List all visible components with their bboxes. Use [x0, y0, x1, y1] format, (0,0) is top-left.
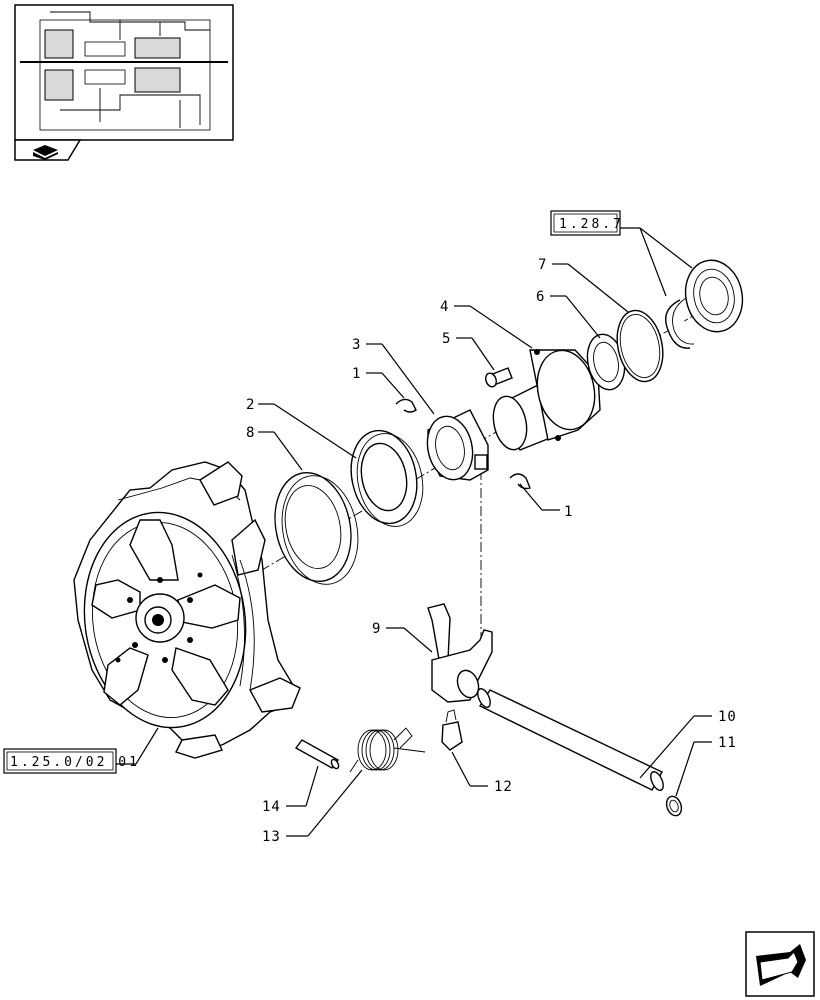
callout-13[interactable]: 13	[262, 769, 363, 845]
part-4-sleeve	[492, 349, 601, 451]
thumbnail-panel[interactable]	[14, 4, 234, 161]
callout-12[interactable]: 12	[451, 751, 513, 795]
callout-label: 5	[442, 331, 451, 347]
book-arrow-icon	[33, 145, 58, 160]
part-2-bearing	[350, 429, 424, 527]
next-page-arrow-icon[interactable]	[745, 931, 815, 997]
part-12-pin	[441, 709, 463, 751]
part-11-circlip	[665, 795, 683, 817]
clutch-assembly	[73, 461, 301, 759]
part-7-ring	[616, 309, 664, 383]
part-5-bolt	[485, 367, 513, 388]
callout-11[interactable]: 11	[675, 735, 737, 797]
callout-7[interactable]: 7	[538, 257, 629, 313]
callout-label: 2	[246, 397, 255, 413]
part-13-spring	[349, 727, 426, 773]
callout-14[interactable]: 14	[262, 765, 319, 815]
callout-label: 3	[352, 337, 361, 353]
callout-label: 12	[494, 779, 513, 795]
reference-box-top[interactable]: 1.28.7	[550, 210, 693, 297]
callout-1a[interactable]: 1	[352, 366, 405, 399]
reference-box-left[interactable]: 1.25.0/02 01	[3, 727, 159, 774]
callout-label: 1	[352, 366, 361, 382]
callout-label: 9	[372, 621, 381, 637]
callout-10[interactable]: 10	[639, 709, 737, 779]
ref-1-28-7-parts	[665, 259, 744, 349]
part-3-carrier	[426, 409, 489, 481]
part-1-clip-lower	[509, 473, 531, 490]
part-8-seal	[274, 471, 359, 585]
reference-label-top: 1.28.7	[559, 217, 624, 232]
callout-5[interactable]: 5	[442, 331, 495, 371]
callout-9[interactable]: 9	[372, 621, 433, 653]
callout-label: 8	[246, 425, 255, 441]
callout-label: 6	[536, 289, 545, 305]
callout-1b[interactable]: 1	[519, 483, 573, 520]
callout-label: 14	[262, 799, 281, 815]
callout-label: 1	[564, 504, 573, 520]
callout-label: 13	[262, 829, 281, 845]
part-1-clip-upper	[395, 398, 417, 413]
callout-label: 11	[718, 735, 737, 751]
callout-3[interactable]: 3	[352, 337, 435, 415]
part-14-rollpin	[294, 739, 340, 770]
part-10-shaft	[477, 687, 664, 792]
reference-label-left: 1.25.0/02 01	[10, 755, 140, 770]
part-9-fork	[427, 603, 493, 703]
transmission-section-thumbnail	[20, 11, 228, 131]
callout-label: 7	[538, 257, 547, 273]
callout-label: 4	[440, 299, 449, 315]
callout-label: 10	[718, 709, 737, 725]
callout-4[interactable]: 4	[440, 299, 533, 349]
callout-2[interactable]: 2	[246, 397, 357, 459]
callout-8[interactable]: 8	[246, 425, 303, 471]
callout-6[interactable]: 6	[536, 289, 601, 339]
